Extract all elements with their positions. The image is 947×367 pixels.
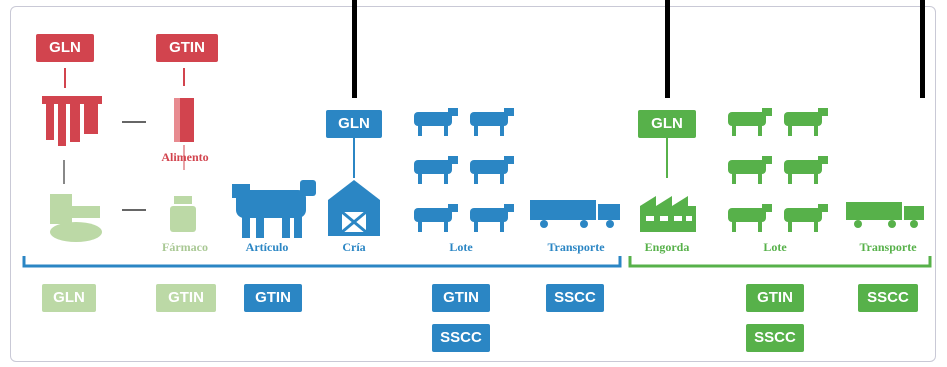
slaughterhouse-icon	[42, 96, 102, 146]
tag-gln-engorda: GLN	[638, 110, 696, 138]
truck-icon-blue	[530, 200, 620, 228]
factory-icon	[640, 196, 696, 232]
label-articulo: Artículo	[245, 240, 289, 254]
label-lote-green: Lote	[763, 240, 787, 254]
label-cria: Cría	[342, 240, 366, 254]
medicine-jar-icon	[170, 196, 196, 232]
bracket-green	[628, 256, 932, 268]
connector-line-right	[920, 0, 925, 98]
label-transporte-green: Transporte	[859, 240, 917, 254]
label-farmaco: Fármaco	[162, 240, 208, 254]
tag-sscc-lote-blue: SSCC	[432, 324, 490, 352]
pharmacy-icon	[50, 194, 102, 242]
connector-line-cria	[352, 0, 357, 98]
label-alimento: Alimento	[161, 150, 209, 164]
tag-gln-bottom: GLN	[42, 284, 96, 312]
tag-gtin-bottom: GTIN	[156, 284, 216, 312]
tag-gtin-lote-blue: GTIN	[432, 284, 490, 312]
tag-sscc-transporte-blue: SSCC	[546, 284, 604, 312]
label-transporte-blue: Transporte	[547, 240, 605, 254]
food-icon	[174, 98, 194, 142]
diagram-frame	[10, 6, 936, 362]
cow-icon-articulo	[232, 180, 316, 238]
tag-sscc-lote-green: SSCC	[746, 324, 804, 352]
tag-gtin-articulo: GTIN	[244, 284, 302, 312]
tag-gtin-top: GTIN	[156, 34, 218, 62]
tag-gln-cria: GLN	[326, 110, 382, 138]
lot-cows-green	[728, 108, 828, 232]
tag-gtin-lote-green: GTIN	[746, 284, 804, 312]
label-lote-blue: Lote	[449, 240, 473, 254]
label-engorda: Engorda	[644, 240, 690, 254]
tag-sscc-transporte-green: SSCC	[858, 284, 918, 312]
truck-icon-green	[846, 202, 924, 228]
lot-cows-blue	[414, 108, 514, 232]
barn-icon	[328, 180, 380, 236]
tag-gln-top: GLN	[36, 34, 94, 62]
bracket-blue	[22, 256, 622, 268]
connector-line-engorda	[665, 0, 670, 98]
